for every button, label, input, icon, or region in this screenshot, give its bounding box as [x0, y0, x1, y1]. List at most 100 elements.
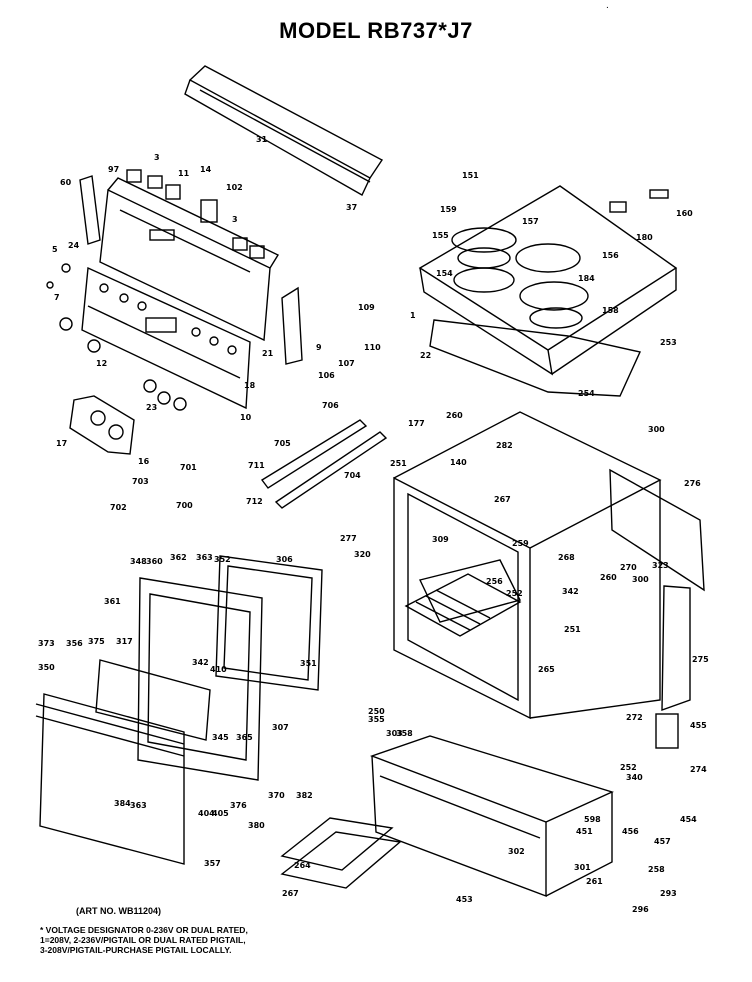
part-callout: 274 [690, 765, 707, 774]
part-callout: 365 [236, 733, 253, 742]
part-callout: 711 [248, 461, 265, 470]
part-callout: 358 [396, 729, 413, 738]
part-callout: 363 [130, 801, 147, 810]
part-callout: 300 [648, 425, 665, 434]
part-callout: 259 [512, 539, 529, 548]
part-callout: 357 [204, 859, 221, 868]
part-callout: 350 [38, 663, 55, 672]
part-callout: 362 [170, 553, 187, 562]
part-callout: 267 [282, 889, 299, 898]
part-callout: 317 [116, 637, 133, 646]
oven-door [35, 555, 323, 865]
part-callout: 345 [212, 733, 229, 742]
part-callout: 455 [690, 721, 707, 730]
part-callout: 17 [56, 439, 67, 448]
cooktop [418, 185, 678, 376]
part-callout: 451 [576, 827, 593, 836]
part-callout: 97 [108, 165, 119, 174]
terminal-block [609, 189, 679, 749]
oven-cavity [393, 411, 662, 720]
part-callout: 3 [154, 153, 160, 162]
part-callout: 253 [660, 338, 677, 347]
part-callout: 154 [436, 269, 453, 278]
part-callout: 282 [496, 441, 513, 450]
part-callout: 270 [620, 563, 637, 572]
page-title: MODEL RB737*J7 [279, 18, 473, 43]
part-callout: 107 [338, 359, 355, 368]
part-callout: 60 [60, 178, 72, 187]
burner-box [429, 319, 641, 397]
part-callout: 7 [54, 293, 60, 302]
part-callout: 629 [0, 0, 17, 2]
part-callout: 296 [632, 905, 649, 914]
control-panel-lower [81, 266, 251, 410]
part-callout: 293 [660, 889, 677, 898]
part-callout: 264 [294, 861, 311, 870]
part-callout: 457 [654, 837, 671, 846]
part-callout: 261 [586, 877, 603, 886]
part-callout: 351 [300, 659, 317, 668]
part-callout: 598 [584, 815, 601, 824]
part-callout: 156 [602, 251, 619, 260]
part-callout: 158 [602, 306, 619, 315]
part-callout: 11 [178, 169, 190, 178]
part-callout: 260 [446, 411, 463, 420]
part-callout: 21 [262, 349, 274, 358]
part-callout: 380 [248, 821, 265, 830]
part-callout: 180 [636, 233, 653, 242]
part-callout: 361 [104, 597, 121, 606]
part-callout: 252 [620, 763, 637, 772]
part-callout: 355 [368, 715, 385, 724]
part-callout: 363 [196, 553, 213, 562]
part-callout: 12 [96, 359, 107, 368]
part-callout: 260 [600, 573, 617, 582]
end-cap-right [281, 286, 303, 365]
side-trim-left [79, 175, 101, 245]
part-callout: 382 [296, 791, 313, 800]
part-callout: 157 [522, 217, 539, 226]
part-callout: 700 [176, 501, 193, 510]
switch-cluster [126, 169, 265, 259]
part-callout: 701 [180, 463, 197, 472]
drawer-slides [260, 419, 388, 509]
storage-drawer [369, 735, 614, 898]
part-callout: 375 [88, 637, 105, 646]
part-callout: 250 [368, 707, 385, 716]
top-trim-strip [184, 65, 384, 196]
art-number: (ART NO. WB11204) [76, 906, 162, 916]
part-callout: 360 [146, 557, 163, 566]
part-callout: 9 [316, 343, 322, 352]
broiler-pan [280, 817, 402, 889]
part-callout: 454 [680, 815, 697, 824]
part-callout: 254 [578, 389, 595, 398]
part-callout: 251 [564, 625, 581, 634]
part-callout: 31 [256, 135, 268, 144]
part-callout: 14 [200, 165, 212, 174]
part-callout: 348 [130, 557, 147, 566]
part-callout: 256 [486, 577, 503, 586]
part-callout: 323 [652, 561, 669, 570]
part-callout: 320 [354, 550, 371, 559]
clock-timer [69, 395, 135, 455]
part-callout: 160 [676, 209, 693, 218]
part-callout: 370 [268, 791, 285, 800]
part-callout: 340 [626, 773, 643, 782]
part-callout: 342 [192, 658, 209, 667]
part-callout: 456 [622, 827, 639, 836]
part-callout: 702 [110, 503, 127, 512]
part-callout: 110 [364, 343, 381, 352]
part-callout: 102 [226, 183, 243, 192]
part-callout: 18 [244, 381, 256, 390]
part-callout: 705 [274, 439, 291, 448]
part-callout: 37 [346, 203, 357, 212]
part-callout: 23 [146, 403, 157, 412]
part-callout: 24 [68, 241, 80, 250]
part-callout: 3 [232, 215, 238, 224]
part-callout: 303 [386, 729, 403, 738]
part-callout: 384 [114, 799, 131, 808]
part-callout: 373 [38, 639, 55, 648]
part-callout: 252 [506, 589, 523, 598]
note-line: 3-208V/PIGTAIL-PURCHASE PIGTAIL LOCALLY. [40, 945, 232, 955]
part-callout: 342 [562, 587, 579, 596]
